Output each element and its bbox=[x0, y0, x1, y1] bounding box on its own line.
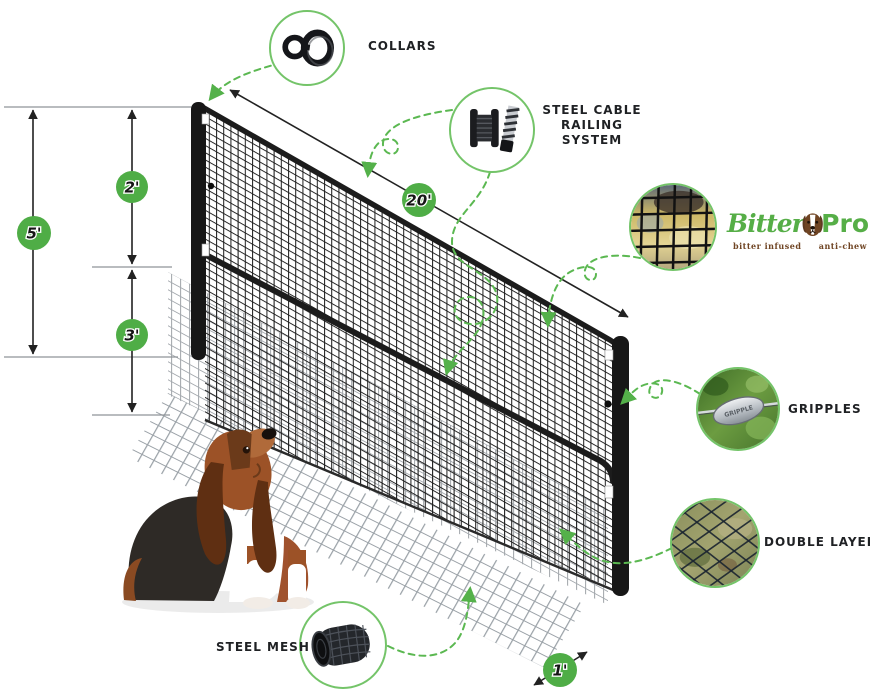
gripple-fastener-photo: GRIPPLE bbox=[698, 369, 778, 449]
post-connector bbox=[201, 243, 210, 257]
logo-tagline-right: anti-chew bbox=[818, 241, 867, 251]
path-double-layers bbox=[559, 528, 673, 565]
mesh-closeup-photo bbox=[631, 185, 715, 269]
path-cable-mid-rail bbox=[442, 171, 499, 376]
svg-text:3': 3' bbox=[124, 327, 139, 345]
badge-2ft: 2' bbox=[116, 171, 148, 203]
left-post bbox=[191, 102, 206, 360]
post-connector bbox=[604, 349, 614, 361]
mesh-roll-icon bbox=[311, 624, 371, 667]
right-post bbox=[612, 336, 629, 596]
path-mesh bbox=[540, 254, 641, 328]
collar-rings-icon bbox=[282, 29, 334, 67]
path-steel-mesh bbox=[387, 586, 477, 657]
post-connector bbox=[201, 113, 210, 125]
post-connector bbox=[604, 485, 614, 499]
badge-20ft: 20' bbox=[402, 183, 436, 217]
callout-steel-mesh bbox=[299, 601, 387, 689]
badge-5ft: 5' bbox=[17, 216, 51, 250]
post-knob bbox=[207, 182, 215, 190]
dog-illustration bbox=[122, 428, 314, 613]
callout-paths bbox=[208, 59, 701, 657]
label-collars: COLLARS bbox=[368, 39, 437, 53]
cable-spool-icon bbox=[470, 105, 520, 153]
label-steel-mesh: STEEL MESH bbox=[216, 640, 310, 654]
path-cable-top-rail bbox=[361, 109, 453, 178]
label-steel-cable: STEEL CABLE RAILING SYSTEM bbox=[542, 103, 642, 147]
post-knob bbox=[604, 400, 612, 408]
callout-gripples: GRIPPLE bbox=[696, 367, 780, 451]
svg-text:2': 2' bbox=[124, 179, 139, 197]
callout-steel-cable bbox=[449, 87, 535, 173]
badge-1ft: 1' bbox=[543, 653, 577, 687]
label-gripples: GRIPPLES bbox=[788, 402, 862, 416]
brand-word-bitter: Bitter bbox=[727, 208, 805, 238]
svg-text:20': 20' bbox=[406, 192, 431, 210]
path-collars bbox=[208, 59, 293, 102]
label-double-layers: DOUBLE LAYERS bbox=[764, 535, 870, 549]
callout-bitter-mesh bbox=[629, 183, 717, 271]
svg-text:1': 1' bbox=[552, 662, 567, 680]
path-gripples bbox=[620, 379, 701, 405]
brand-logo: Bitter Pro bitter infused anti-chew bbox=[727, 203, 869, 252]
double-mesh-photo bbox=[672, 500, 758, 586]
callout-double-layers bbox=[670, 498, 760, 588]
badge-3ft: 3' bbox=[116, 319, 148, 351]
dimension-reference-lines bbox=[4, 106, 191, 416]
measurement-badges: 5' 2' 3' 20' 1' bbox=[17, 171, 577, 687]
logo-dog-head-icon bbox=[802, 213, 823, 236]
mesh-bottom-edge bbox=[204, 418, 619, 594]
brand-word-pro: Pro bbox=[821, 208, 869, 238]
svg-text:5': 5' bbox=[26, 225, 41, 243]
callout-collars bbox=[269, 10, 345, 86]
logo-tagline-left: bitter infused bbox=[733, 241, 802, 251]
